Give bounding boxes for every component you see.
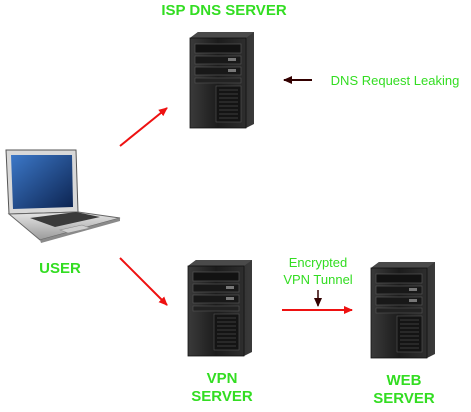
laptop-icon <box>5 149 121 243</box>
vpn-tunnel-line: VPN Tunnel <box>283 272 353 287</box>
web-server-line: SERVER <box>373 390 435 407</box>
dns-request-leaking-label: DNS Request Leaking <box>330 73 460 88</box>
vpn-server-label: VPN SERVER <box>182 370 262 406</box>
vpn-line: VPN <box>206 370 238 387</box>
encrypted-vpn-tunnel-label: Encrypted VPN Tunnel <box>268 254 368 288</box>
web-server-icon <box>370 261 436 359</box>
user-to-isp-arrow <box>119 107 168 147</box>
user-to-vpn-arrow <box>119 257 168 306</box>
isp-dns-server-label: ISP DNS SERVER <box>161 2 287 19</box>
web-line: WEB <box>386 372 422 389</box>
vpn-server-line: SERVER <box>191 388 253 405</box>
user-label: USER <box>39 260 81 277</box>
isp-dns-server-icon <box>189 31 255 129</box>
vpn-server-icon <box>187 259 253 357</box>
encrypted-line: Encrypted <box>288 255 348 270</box>
web-server-label: WEB SERVER <box>364 372 444 408</box>
